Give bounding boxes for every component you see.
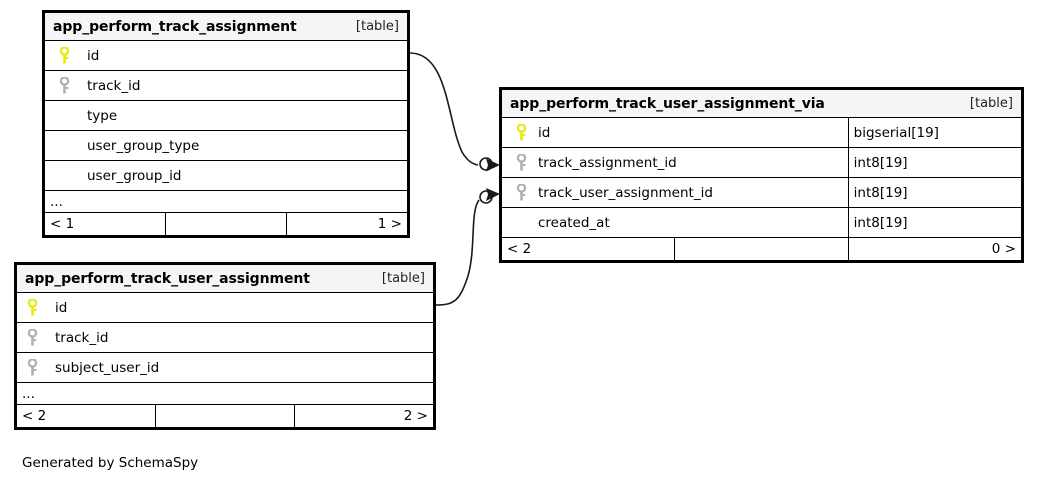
- column-name: subject_user_id: [55, 359, 160, 376]
- footer-middle: [165, 212, 287, 236]
- footer-child-count: 2 >: [294, 404, 434, 428]
- table-header-cell: app_perform_track_assignment [table]: [44, 12, 408, 41]
- column-name: track_id: [55, 329, 109, 346]
- table-header-row: app_perform_track_user_assignment_via [t…: [501, 89, 1022, 118]
- footer-middle: [155, 404, 295, 428]
- table-row[interactable]: type: [44, 100, 408, 131]
- table-row[interactable]: id bigserial[19]: [501, 117, 1023, 148]
- footer-child-count: 1 >: [286, 212, 408, 236]
- foreign-key-icon: [51, 77, 77, 94]
- table-footer-row: < 2 0 >: [500, 237, 1023, 261]
- footer-parent-count: < 1: [44, 212, 166, 236]
- column-name: type: [87, 107, 118, 124]
- cardinality-zero-marker: [479, 190, 493, 204]
- primary-key-icon: [51, 47, 77, 64]
- table-row[interactable]: track_id: [16, 322, 434, 353]
- column-cell-user-group-type[interactable]: user_group_type: [44, 130, 408, 161]
- table-node-app-perform-track-user-assignment-via[interactable]: app_perform_track_user_assignment_via [t…: [499, 87, 1024, 263]
- column-cell-created-at[interactable]: created_at: [501, 207, 849, 238]
- table-type-tag: [table]: [381, 271, 425, 286]
- column-type: bigserial[19]: [847, 117, 1023, 148]
- more-columns-ellipsis: ...: [16, 382, 434, 405]
- column-cell-track-id[interactable]: track_id: [44, 70, 408, 101]
- column-name: created_at: [538, 214, 610, 231]
- column-cell-id[interactable]: id: [44, 40, 408, 71]
- table-node-app-perform-track-user-assignment[interactable]: app_perform_track_user_assignment [table…: [14, 262, 436, 430]
- table-header-row: app_perform_track_user_assignment [table…: [16, 264, 434, 293]
- table-row[interactable]: track_user_assignment_id int8[19]: [501, 177, 1023, 208]
- more-columns-ellipsis: ...: [44, 190, 408, 213]
- table-header-row: app_perform_track_assignment [table]: [44, 12, 408, 41]
- table-footer-row: < 2 2 >: [16, 404, 434, 428]
- column-type: int8[19]: [847, 177, 1023, 208]
- footer-parent-count: < 2: [16, 404, 156, 428]
- table-footer-row: < 1 1 >: [44, 212, 408, 236]
- cardinality-zero-marker: [479, 157, 493, 171]
- table-header-cell: app_perform_track_user_assignment_via [t…: [501, 89, 1022, 118]
- foreign-key-icon: [508, 184, 534, 201]
- table-title: app_perform_track_user_assignment: [25, 270, 310, 287]
- table-row[interactable]: user_group_type: [44, 130, 408, 161]
- table-row[interactable]: track_assignment_id int8[19]: [501, 147, 1023, 178]
- column-name: id: [538, 124, 551, 141]
- column-cell-id[interactable]: id: [501, 117, 849, 148]
- table-row[interactable]: created_at int8[19]: [501, 207, 1023, 238]
- cardinality-many-arrow: [486, 158, 500, 172]
- table-truncated-row: ...: [16, 382, 434, 405]
- table-node-app-perform-track-assignment[interactable]: app_perform_track_assignment [table]: [42, 10, 410, 238]
- foreign-key-icon: [19, 359, 45, 376]
- table-type-tag: [table]: [355, 19, 399, 34]
- column-name: track_assignment_id: [538, 154, 677, 171]
- table-row[interactable]: id: [44, 40, 408, 71]
- column-cell-track-user-assignment-id[interactable]: track_user_assignment_id: [501, 177, 849, 208]
- column-cell-type[interactable]: type: [44, 100, 408, 131]
- column-name: id: [87, 47, 100, 64]
- table-header-cell: app_perform_track_user_assignment [table…: [16, 264, 434, 293]
- foreign-key-icon: [508, 154, 534, 171]
- column-name: user_group_type: [87, 137, 200, 154]
- foreign-key-icon: [19, 329, 45, 346]
- column-name: id: [55, 299, 68, 316]
- table-row[interactable]: id: [16, 292, 434, 323]
- relationship-assignment-to-via: [409, 52, 500, 172]
- table-row[interactable]: subject_user_id: [16, 352, 434, 383]
- table-truncated-row: ...: [44, 190, 408, 213]
- table-row[interactable]: track_id: [44, 70, 408, 101]
- column-cell-track-assignment-id[interactable]: track_assignment_id: [501, 147, 849, 178]
- column-name: track_user_assignment_id: [538, 184, 713, 201]
- column-cell-user-group-id[interactable]: user_group_id: [44, 160, 408, 191]
- relationship-user-assignment-to-via: [435, 188, 500, 306]
- column-cell-id[interactable]: id: [16, 292, 434, 323]
- column-name: track_id: [87, 77, 141, 94]
- footer-parent-count: < 2: [500, 237, 676, 261]
- column-type: int8[19]: [847, 207, 1023, 238]
- table-row[interactable]: user_group_id: [44, 160, 408, 191]
- generated-by-label: Generated by SchemaSpy: [22, 455, 199, 471]
- column-name: user_group_id: [87, 167, 182, 184]
- footer-child-count: 0 >: [847, 237, 1023, 261]
- column-cell-subject-user-id[interactable]: subject_user_id: [16, 352, 434, 383]
- cardinality-many-arrow: [486, 188, 500, 201]
- table-title: app_perform_track_user_assignment_via: [510, 95, 825, 112]
- column-cell-track-id[interactable]: track_id: [16, 322, 434, 353]
- column-type: int8[19]: [847, 147, 1023, 178]
- footer-middle: [674, 237, 849, 261]
- primary-key-icon: [19, 299, 45, 316]
- primary-key-icon: [508, 124, 534, 141]
- table-type-tag: [table]: [969, 96, 1013, 111]
- table-title: app_perform_track_assignment: [53, 18, 297, 35]
